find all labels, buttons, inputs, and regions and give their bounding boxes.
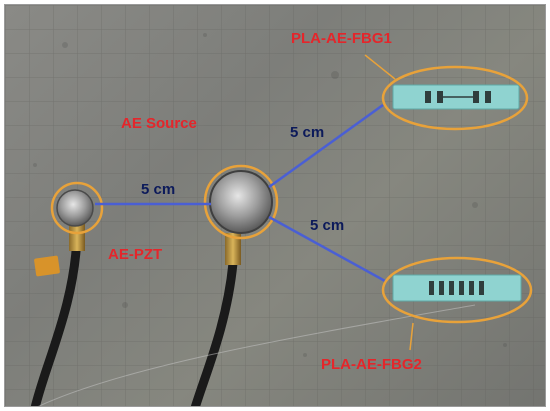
fbg1-leader	[364, 54, 396, 80]
orange-tag	[34, 255, 60, 277]
fbg2-label: PLA-AE-FBG2	[321, 356, 422, 373]
pzt-connector	[69, 221, 85, 251]
line-to-fbg2	[268, 215, 386, 283]
distance-fbg2: 5 cm	[310, 217, 345, 234]
distance-fbg1: 5 cm	[290, 124, 325, 141]
pzt-sensor	[56, 189, 94, 227]
experiment-photo: AE Source PLA-AE-FBG1 PLA-AE-FBG2 AE-PZT…	[4, 4, 546, 407]
fbg2-leader	[409, 322, 414, 351]
fbg1-label: PLA-AE-FBG1	[291, 30, 392, 47]
pzt-cable	[30, 230, 82, 406]
ae-source-ring	[203, 164, 279, 240]
fbg1-sensor	[392, 84, 520, 110]
fbg2-sensor	[392, 274, 522, 302]
ae-source-label: AE Source	[121, 115, 197, 132]
surface-speckle	[33, 33, 507, 357]
distance-pzt: 5 cm	[141, 181, 176, 198]
source-cable	[190, 258, 238, 406]
fbg1-ellipse	[381, 65, 529, 131]
surface-grid	[5, 5, 545, 406]
line-to-fbg1	[268, 103, 384, 189]
photo-scene	[5, 5, 545, 406]
pzt-ring	[50, 181, 104, 235]
fbg2-ellipse	[381, 256, 533, 324]
source-connector	[225, 233, 241, 265]
pzt-label: AE-PZT	[108, 246, 163, 263]
fiber-strand	[38, 304, 476, 406]
ae-source-sensor	[209, 170, 273, 234]
